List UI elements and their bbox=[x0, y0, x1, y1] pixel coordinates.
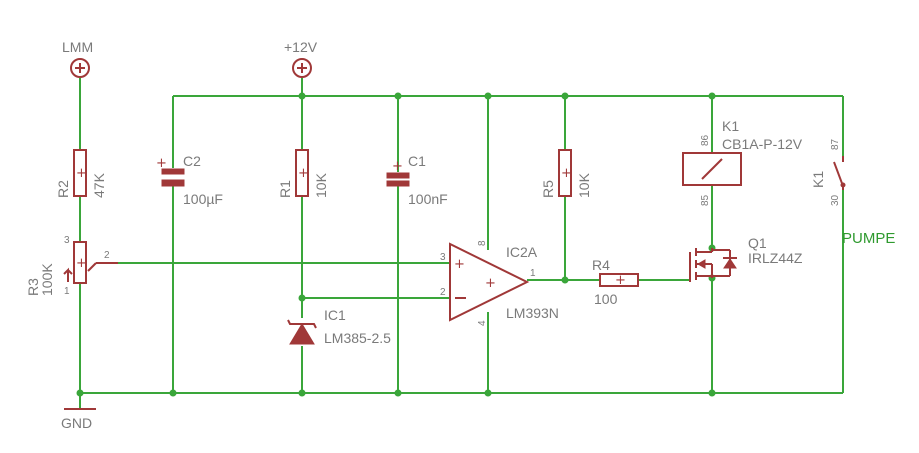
supply-12v: +12V bbox=[284, 39, 318, 78]
r4-ref: R4 bbox=[592, 257, 610, 273]
comparator-ic2a: + + 3 2 1 8 4 IC2A LM393N bbox=[440, 240, 559, 326]
capacitor-c2: + C2 100µF bbox=[156, 153, 223, 207]
lmm-label: LMM bbox=[62, 39, 93, 55]
k1-value: CB1A-P-12V bbox=[722, 136, 803, 152]
k1-pin86: 86 bbox=[700, 134, 711, 146]
r2-value: 47K bbox=[91, 172, 107, 198]
ic1-ref: IC1 bbox=[324, 307, 346, 323]
potentiometer-r3: + 3 2 1 R3 100K bbox=[25, 235, 118, 297]
wires bbox=[79, 78, 844, 408]
svg-text:+: + bbox=[76, 166, 87, 181]
r4-value: 100 bbox=[594, 291, 618, 307]
svg-text:+: + bbox=[298, 166, 309, 181]
q1-value: IRLZ44Z bbox=[748, 250, 803, 266]
r3-ref: R3 bbox=[25, 278, 41, 296]
c1-value: 100nF bbox=[408, 191, 448, 207]
r5-value: 10K bbox=[576, 172, 592, 198]
pumpe-label: PUMPE bbox=[842, 230, 895, 247]
svg-text:+: + bbox=[156, 156, 167, 171]
c1-ref: C1 bbox=[408, 153, 426, 169]
diode-ic1: IC1 LM385-2.5 bbox=[287, 307, 391, 346]
r2-ref: R2 bbox=[55, 180, 71, 198]
k1-ref: K1 bbox=[722, 118, 739, 134]
ic2-value: LM393N bbox=[506, 305, 559, 321]
svg-text:+: + bbox=[615, 273, 626, 288]
c2-ref: C2 bbox=[183, 153, 201, 169]
ic2-pin4: 4 bbox=[477, 320, 488, 326]
c2-value: 100µF bbox=[183, 191, 223, 207]
resistor-r2: + R2 47K bbox=[55, 149, 107, 198]
resistor-r1: + R1 10K bbox=[277, 149, 329, 198]
ic1-value: LM385-2.5 bbox=[324, 330, 391, 346]
k1c-pin30: 30 bbox=[830, 194, 841, 206]
resistor-r5: + R5 10K bbox=[540, 149, 592, 198]
svg-text:+: + bbox=[561, 166, 572, 181]
svg-text:+: + bbox=[454, 257, 465, 272]
v12-label: +12V bbox=[284, 39, 318, 55]
r3-pin3: 3 bbox=[64, 235, 70, 246]
relay-coil-k1: 86 85 K1 CB1A-P-12V bbox=[682, 118, 803, 206]
relay-contact-k1: 87 30 K1 bbox=[810, 138, 846, 206]
r3-pin1: 1 bbox=[64, 286, 70, 297]
k1-pin85: 85 bbox=[700, 194, 711, 206]
capacitor-c1: + C1 100nF bbox=[386, 153, 448, 207]
resistor-r4: + R4 100 bbox=[592, 257, 639, 307]
ic2-pin8: 8 bbox=[477, 240, 488, 246]
mosfet-q1: Q1 IRLZ44Z bbox=[689, 235, 803, 282]
ic2-pin1: 1 bbox=[530, 268, 536, 279]
ic2-ref: IC2A bbox=[506, 244, 538, 260]
supply-lmm: LMM bbox=[62, 39, 93, 78]
r3-pin2: 2 bbox=[104, 250, 110, 261]
r1-value: 10K bbox=[313, 172, 329, 198]
ic2-pin2: 2 bbox=[440, 287, 446, 298]
r5-ref: R5 bbox=[540, 180, 556, 198]
ic2-pin3: 3 bbox=[440, 252, 446, 263]
k1c-pin87: 87 bbox=[830, 138, 841, 150]
gnd-label: GND bbox=[61, 415, 92, 431]
svg-text:+: + bbox=[76, 256, 87, 271]
svg-text:+: + bbox=[392, 159, 403, 174]
r1-ref: R1 bbox=[277, 180, 293, 198]
svg-text:+: + bbox=[485, 276, 496, 291]
ground-symbol: GND bbox=[61, 408, 96, 431]
k1c-ref: K1 bbox=[810, 171, 826, 188]
q1-ref: Q1 bbox=[748, 235, 767, 251]
r3-value: 100K bbox=[39, 263, 55, 296]
net-label-pumpe: PUMPE bbox=[842, 230, 895, 247]
